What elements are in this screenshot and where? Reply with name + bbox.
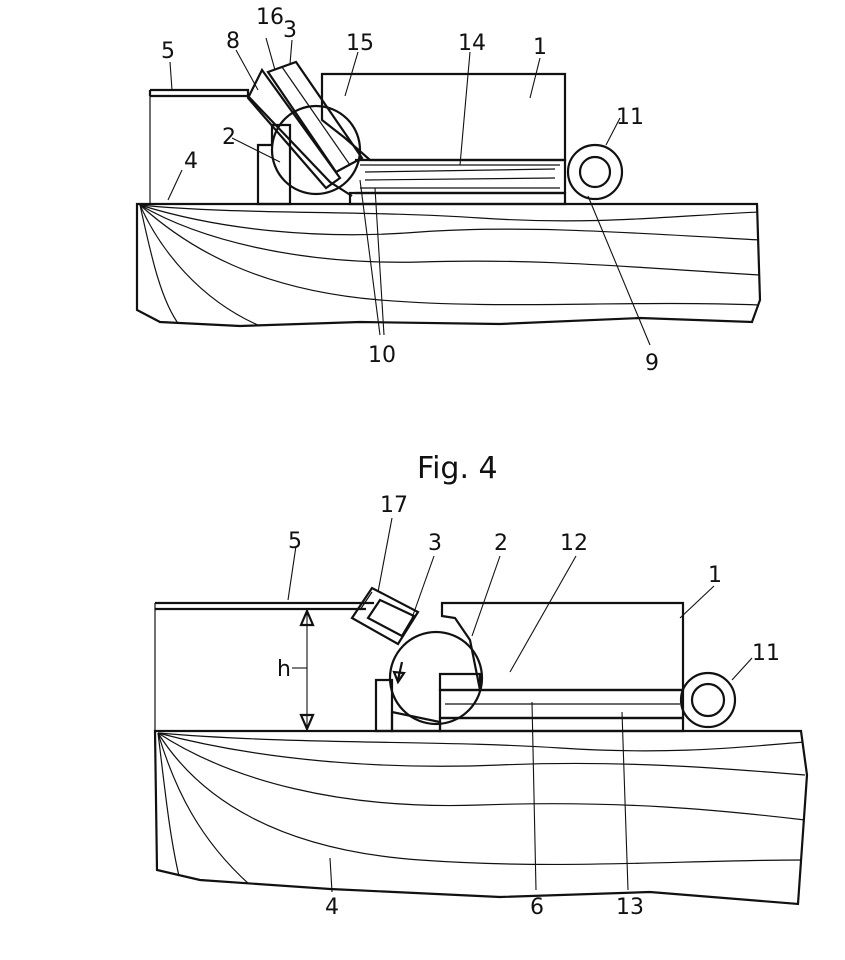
label-8-top: 8 (226, 29, 240, 54)
label-1-top: 1 (533, 35, 547, 60)
screw-17 (350, 586, 420, 646)
label-17: 17 (380, 493, 408, 518)
leader-lines-top (167, 37, 651, 346)
tube-11-bottom (679, 671, 737, 729)
label-3-top: 3 (283, 18, 297, 43)
label-9-top: 9 (645, 351, 659, 376)
label-13: 13 (616, 895, 644, 920)
ground-base-top (135, 202, 762, 328)
label-5-top: 5 (161, 39, 175, 64)
figure-top: 5 8 16 3 15 14 1 11 2 4 10 9 (135, 5, 762, 376)
label-5-bottom: 5 (288, 529, 302, 554)
leader-lines-bottom (287, 517, 753, 893)
ball-2-bottom (388, 630, 484, 726)
strip-12 (438, 672, 482, 692)
label-4-bottom: 4 (325, 895, 339, 920)
label-14-top: 14 (458, 31, 486, 56)
label-4-top: 4 (184, 149, 198, 174)
label-3-bottom: 3 (428, 531, 442, 556)
label-12: 12 (560, 531, 588, 556)
label-16-top: 16 (256, 5, 284, 30)
block-1-bottom (440, 601, 685, 692)
label-2-bottom: 2 (494, 531, 508, 556)
label-10-top: 10 (368, 343, 396, 368)
bolt-3-top (246, 60, 364, 197)
tube-11-top (566, 143, 624, 201)
plate-5-top (150, 88, 250, 98)
block-1-top (320, 72, 567, 162)
ground-base-bottom (153, 729, 809, 906)
label-1-bottom: 1 (708, 563, 722, 588)
figure-bottom: 5 17 3 2 12 1 11 h 4 6 13 (153, 493, 809, 920)
label-2-top: 2 (222, 125, 236, 150)
label-h: h (277, 657, 291, 682)
figure-caption: Fig. 4 (417, 451, 498, 486)
ball-2-top (270, 104, 362, 196)
label-11-top: 11 (616, 105, 644, 130)
support-step-bottom (374, 678, 394, 733)
label-15-top: 15 (346, 31, 374, 56)
label-11-bottom: 11 (752, 641, 780, 666)
dimension-h (292, 608, 315, 732)
label-6: 6 (530, 895, 544, 920)
